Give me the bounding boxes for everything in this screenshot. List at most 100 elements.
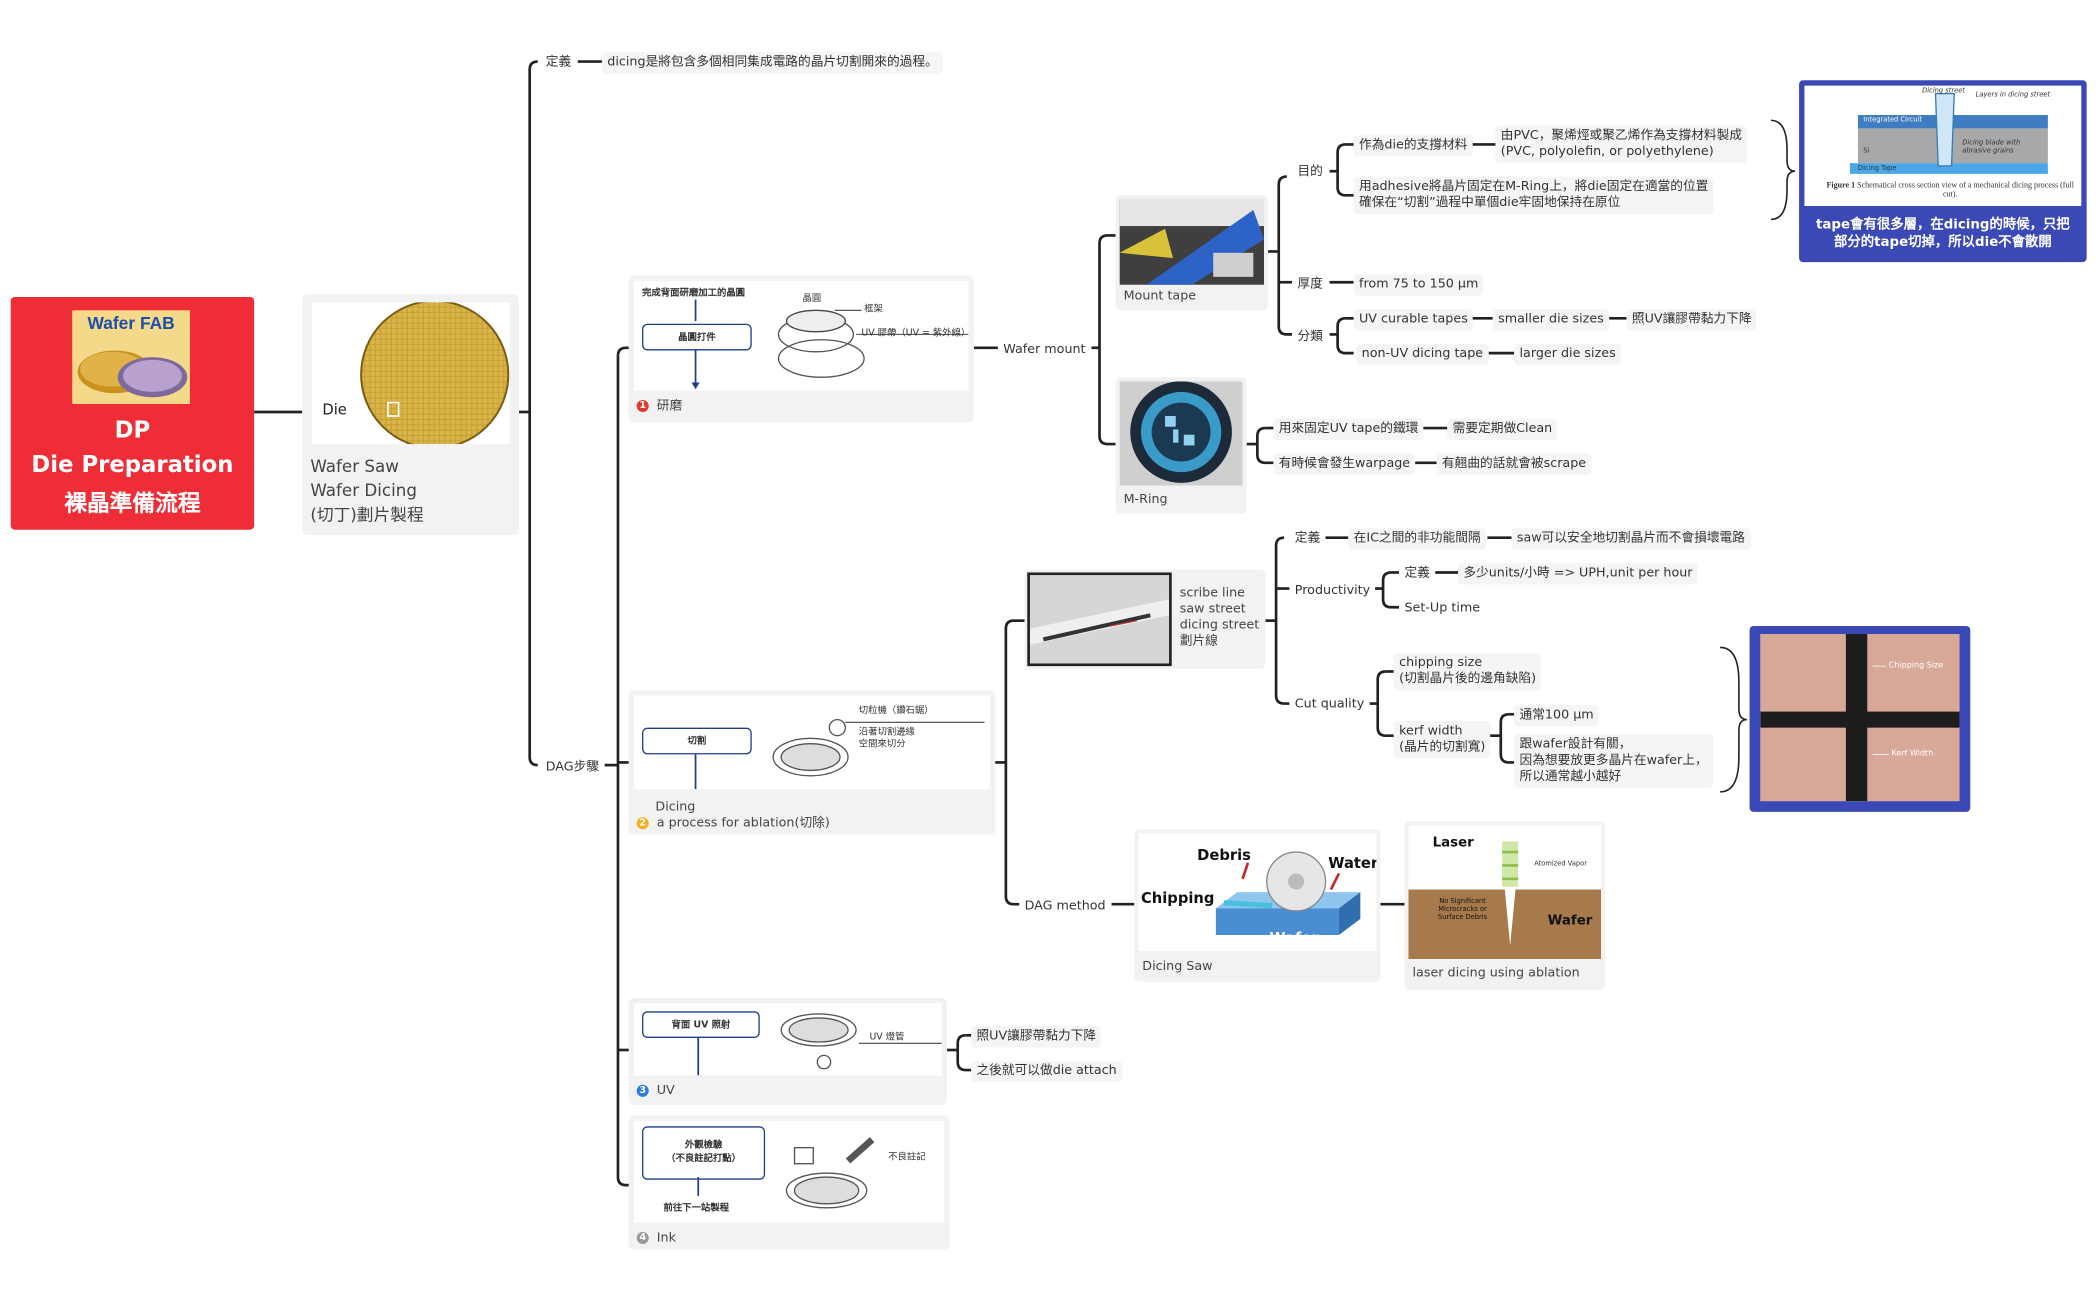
tape-note-line-2: 部分的tape切掉，所以die不會散開 xyxy=(1833,235,2052,251)
smaller-die-node[interactable]: smaller die sizes xyxy=(1492,308,1610,331)
uv-adhesion-node[interactable]: 照UV讓膠帶黏力下降 xyxy=(971,1025,1102,1048)
uv-illustration: 背面 UV 照射 UV 燈管 xyxy=(634,1003,942,1076)
dicing-saw-image: Debris Water Chipping Wafer xyxy=(1138,833,1377,952)
step-2-caption-1: Dicing xyxy=(655,799,696,815)
saw-wafer-label: Wafer xyxy=(1269,929,1319,948)
adhesive-node[interactable]: 用adhesive將晶片固定在M-Ring上，將die固定在適當的位置 確保在“… xyxy=(1353,176,1714,215)
kerf-note-2: 因為想要放更多晶片在wafer上， xyxy=(1519,753,1708,768)
step-4-number: 4 xyxy=(636,1231,649,1244)
photo-chipping-label: Chipping Size xyxy=(1888,660,1944,671)
step-4-caption: Ink xyxy=(656,1230,676,1246)
scribe-label-4: 劃片線 xyxy=(1179,634,1218,649)
mount-tape-caption: Mount tape xyxy=(1123,288,1197,304)
step1-label-uv-tape: UV 膠帶（UV = 紫外線） xyxy=(861,327,969,339)
tape-figure-frame[interactable]: Dicing street Layers in dicing street In… xyxy=(1799,80,2087,263)
productivity-label[interactable]: Productivity xyxy=(1289,580,1376,602)
die-attach-node[interactable]: 之後就可以做die attach xyxy=(971,1060,1123,1083)
larger-die-node[interactable]: larger die sizes xyxy=(1514,343,1622,366)
kerf-note-node[interactable]: 跟wafer設計有關， 因為想要放更多晶片在wafer上， 所以通常越小越好 xyxy=(1514,734,1714,788)
fig-blade-label: Dicing blade with abrasive grains xyxy=(1962,139,2021,156)
fig-tape-label: Dicing Tape xyxy=(1857,164,1897,173)
chipping-size-node[interactable]: chipping size (切割晶片後的邊角缺陷) xyxy=(1393,652,1542,691)
support-detail-2: (PVC, polyolefin, or polyethylene) xyxy=(1500,144,1714,160)
root-title-zh: 裸晶準備流程 xyxy=(64,490,201,518)
wafer-mount-label[interactable]: Wafer mount xyxy=(997,339,1091,362)
setup-time-node[interactable]: Set-Up time xyxy=(1399,597,1486,620)
m-ring-clean-node[interactable]: 需要定期做Clean xyxy=(1447,418,1558,441)
category-label[interactable]: 分類 xyxy=(1292,326,1329,348)
tape-figure: Dicing street Layers in dicing street In… xyxy=(1804,85,2082,206)
adhesive-line-2: 確保在“切割”過程中單個die牢固地保持在原位 xyxy=(1359,195,1621,211)
fig-ic-label: Integrated Circuit xyxy=(1863,116,1922,125)
m-ring-card[interactable]: M-Ring xyxy=(1115,377,1247,514)
cut-quality-label[interactable]: Cut quality xyxy=(1289,694,1370,716)
fig-street-label: Dicing street xyxy=(1922,86,1965,95)
purpose-label[interactable]: 目的 xyxy=(1292,161,1329,184)
wafer-caption-1: Wafer Saw xyxy=(310,456,399,477)
root-title-abbr: DP xyxy=(114,417,151,445)
kerf-typical-node[interactable]: 通常100 µm xyxy=(1514,704,1600,727)
support-node[interactable]: 作為die的支撐材料 xyxy=(1353,135,1473,157)
fig-si-label: Si xyxy=(1863,147,1870,156)
support-detail-node[interactable]: 由PVC，聚烯烴或聚乙烯作為支撐材料製成 (PVC, polyolefin, o… xyxy=(1495,125,1748,164)
productivity-def-label[interactable]: 定義 xyxy=(1399,563,1436,585)
definition-label[interactable]: 定義 xyxy=(540,52,577,74)
step3-label-uv-lamp: UV 燈管 xyxy=(869,1031,905,1042)
dag-steps-label[interactable]: DAG步驟 xyxy=(540,757,605,779)
step-2-caption-2: a process for ablation(切除) xyxy=(656,815,830,831)
kerf-line-1: kerf width xyxy=(1399,723,1463,739)
definition-text[interactable]: dicing是將包含多個相同集成電路的晶片切割開來的過程。 xyxy=(601,52,944,74)
kerf-width-node[interactable]: kerf width (晶片的切割寬) xyxy=(1393,720,1491,759)
kerf-photo-frame[interactable]: Chipping Size Kerf Width xyxy=(1749,625,1971,812)
scribe-def-text[interactable]: 在IC之間的非功能間隔 xyxy=(1348,528,1486,550)
thickness-label[interactable]: 厚度 xyxy=(1292,274,1329,296)
thickness-value[interactable]: from 75 to 150 µm xyxy=(1353,274,1484,296)
m-ring-fix-node[interactable]: 用來固定UV tape的鐵環 xyxy=(1273,418,1424,441)
wafer-saw-card[interactable]: Die Wafer Saw Wafer Dicing (切丁)劃片製程 xyxy=(302,294,519,536)
wafer-caption-3: (切丁)劃片製程 xyxy=(310,504,424,525)
uv-adhesion-note[interactable]: 照UV讓膠帶黏力下降 xyxy=(1626,308,1757,331)
scribe-line-card[interactable]: scribe line saw street dicing street 劃片線 xyxy=(1024,569,1266,669)
scribe-line-image xyxy=(1027,572,1172,667)
laser-dicing-image: Laser Atomized Vapor No Significant Micr… xyxy=(1408,825,1602,960)
scribe-label-1: scribe line xyxy=(1179,585,1245,601)
scribe-label-2: saw street xyxy=(1179,601,1246,617)
scribe-def-label[interactable]: 定義 xyxy=(1289,528,1326,550)
dag-method-label[interactable]: DAG method xyxy=(1019,896,1111,918)
laser-wafer-label: Wafer xyxy=(1547,913,1593,929)
fig-caption-bold: Figure 1 xyxy=(1826,181,1856,190)
root-title-en: Die Preparation xyxy=(31,452,234,479)
dicing-saw-caption: Dicing Saw xyxy=(1142,959,1213,974)
scribe-def-note[interactable]: saw可以安全地切割晶片而不會損壞電路 xyxy=(1511,528,1751,550)
step1-label-frame: 框架 xyxy=(864,303,883,315)
kerf-photo: Chipping Size Kerf Width xyxy=(1760,634,1960,802)
m-ring-warpage-node[interactable]: 有時候會發生warpage xyxy=(1273,453,1416,475)
mount-tape-photo xyxy=(1119,199,1265,285)
m-ring-caption: M-Ring xyxy=(1123,492,1168,507)
m-ring-scrape-node[interactable]: 有翹曲的話就會被scrape xyxy=(1436,453,1592,475)
m-ring-photo xyxy=(1119,381,1243,486)
laser-label: Laser xyxy=(1432,836,1474,851)
step-1-card[interactable]: 完成背面研磨加工的晶圓 晶圓打件 晶圓 框架 UV 膠帶（UV = 紫外線） 1… xyxy=(628,275,974,423)
logo-text: Wafer FAB xyxy=(87,312,175,334)
root-node[interactable]: Wafer FAB DP Die Preparation 裸晶準備流程 xyxy=(10,296,255,530)
saw-debris-label: Debris xyxy=(1197,846,1251,865)
productivity-def-text[interactable]: 多少units/小時 => UPH,unit per hour xyxy=(1457,563,1698,585)
laser-note-3: Surface Debris xyxy=(1437,913,1488,922)
laser-dicing-card[interactable]: Laser Atomized Vapor No Significant Micr… xyxy=(1404,821,1606,990)
mount-tape-card[interactable]: Mount tape xyxy=(1115,195,1269,311)
dicing-saw-card[interactable]: Debris Water Chipping Wafer Dicing Saw xyxy=(1134,829,1381,982)
step3-illus-box: 背面 UV 照射 xyxy=(642,1011,760,1038)
step2-label-saw: 切粒機（鑽石鋸） xyxy=(858,704,934,716)
non-uv-node[interactable]: non-UV dicing tape xyxy=(1356,343,1489,366)
uv-curable-node[interactable]: UV curable tapes xyxy=(1353,308,1474,331)
support-detail-1: 由PVC，聚烯烴或聚乙烯作為支撐材料製成 xyxy=(1500,128,1743,144)
die-label: Die xyxy=(322,401,347,419)
wafer-caption-2: Wafer Dicing xyxy=(310,480,417,501)
step-1-caption: 研磨 xyxy=(656,398,683,414)
tape-note-line-1: tape會有很多層，在dicing的時候，只把 xyxy=(1816,218,2070,233)
